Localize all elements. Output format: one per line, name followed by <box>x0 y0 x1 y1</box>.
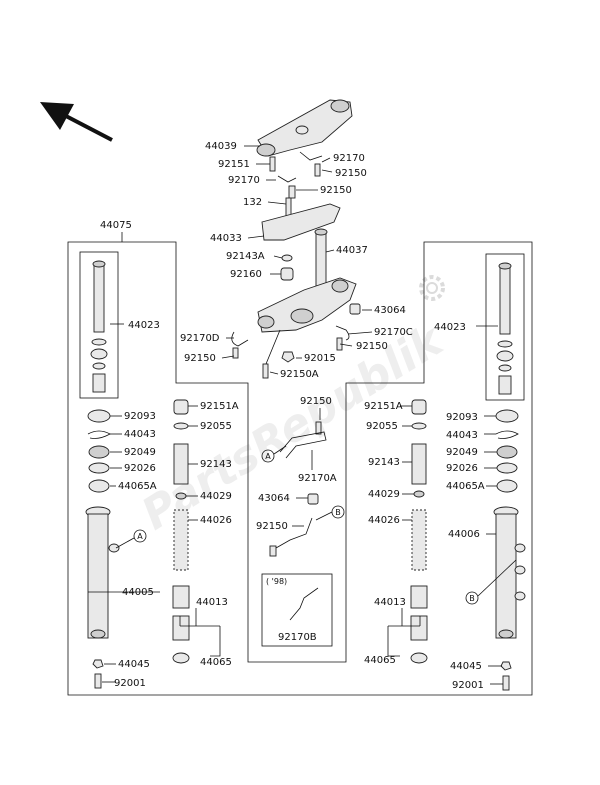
front-direction-arrow-icon <box>40 102 113 142</box>
label-92055-right: 92055 <box>366 421 398 432</box>
label-92001-left: 92001 <box>114 678 146 689</box>
lower-bracket-part <box>257 277 357 333</box>
callout-b-right-text: B <box>469 594 475 603</box>
label-44037: 44037 <box>336 245 368 256</box>
label-43064-center: 43064 <box>258 493 290 504</box>
label-92026-left: 92026 <box>124 463 156 474</box>
label-44029-right: 44029 <box>368 489 400 500</box>
bolt-92150-l <box>232 347 239 359</box>
label-92001-right: 92001 <box>452 680 484 691</box>
callout-b-center <box>331 505 345 519</box>
nut-92015 <box>281 351 295 363</box>
label-92049-right: 92049 <box>446 447 478 458</box>
washer-44045-right <box>500 661 512 671</box>
outer-tube-right-part <box>493 506 526 639</box>
label-92093-right: 92093 <box>446 412 478 423</box>
label-44026-right: 44026 <box>368 515 400 526</box>
label-92151: 92151 <box>218 159 250 170</box>
fork-internals-left <box>172 399 190 664</box>
label-44075: 44075 <box>100 220 132 231</box>
outer-tube-left-part <box>85 506 120 639</box>
label-44013-right: 44013 <box>374 597 406 608</box>
callout-a-center-text: A <box>265 452 271 461</box>
label-92150-mid: 92150 <box>320 185 352 196</box>
label-92055-left: 92055 <box>200 421 232 432</box>
callout-b-right <box>465 591 479 605</box>
label-44006: 44006 <box>448 529 480 540</box>
label-44023-right: 44023 <box>434 322 466 333</box>
upper-bracket-part <box>256 99 353 157</box>
handlebar-plate-part <box>261 203 341 241</box>
seal-stack-right <box>495 409 519 493</box>
part-number-labels: 44039 92151 92170 92170 92150 92150 132 … <box>100 141 485 691</box>
hose-clamp-parts-center <box>269 421 327 621</box>
label-92143-left: 92143 <box>200 459 232 470</box>
label-44026-left: 44026 <box>200 515 232 526</box>
bolt-92150A <box>262 363 269 379</box>
label-44065-right: 44065 <box>364 655 396 666</box>
bolt-92001-right <box>502 675 510 691</box>
label-model-year-note: ( '98) <box>266 577 287 586</box>
label-92093-left: 92093 <box>124 411 156 422</box>
label-92015: 92015 <box>304 353 336 364</box>
callout-b-center-text: B <box>335 508 341 517</box>
leader-lines <box>88 145 503 685</box>
collar-part <box>281 254 293 262</box>
label-44043-left: 44043 <box>124 429 156 440</box>
label-44029-left: 44029 <box>200 491 232 502</box>
label-92160: 92160 <box>230 269 262 280</box>
label-44005: 44005 <box>122 587 154 598</box>
label-44013-left: 44013 <box>196 597 228 608</box>
label-44039: 44039 <box>205 141 237 152</box>
label-92150-center2: 92150 <box>256 521 288 532</box>
label-92170A: 92170A <box>298 473 337 484</box>
clamp-92170D <box>231 331 249 347</box>
label-44065A-right: 44065A <box>446 481 485 492</box>
label-92143A: 92143A <box>226 251 265 262</box>
assembly-outline <box>67 241 533 696</box>
label-92150-left: 92150 <box>184 353 216 364</box>
fork-internals-right <box>410 399 428 664</box>
label-44033: 44033 <box>210 233 242 244</box>
label-92151A-right: 92151A <box>364 401 403 412</box>
label-43064-top: 43064 <box>374 305 406 316</box>
label-92150A: 92150A <box>280 369 319 380</box>
label-92170D: 92170D <box>180 333 220 344</box>
callout-a-left-text: A <box>137 532 143 541</box>
inner-tube-right-part <box>496 262 514 395</box>
label-44043-right: 44043 <box>446 430 478 441</box>
label-92150-center: 92150 <box>300 396 332 407</box>
label-92170-left: 92170 <box>228 175 260 186</box>
inner-tube-box-right <box>485 253 525 401</box>
nut-43064-top <box>349 303 361 315</box>
inner-tube-box-left <box>79 251 119 399</box>
label-92049-left: 92049 <box>124 447 156 458</box>
label-44045-right: 44045 <box>450 661 482 672</box>
seal-stack-left <box>87 409 111 493</box>
inner-tube-left-part <box>90 260 108 393</box>
label-44065-left: 44065 <box>200 657 232 668</box>
washer-44045-left <box>92 659 104 669</box>
bolt-92001-left <box>94 673 102 689</box>
label-44045-left: 44045 <box>118 659 150 670</box>
label-92150-right: 92150 <box>335 168 367 179</box>
bolt-parts-upper <box>269 151 323 217</box>
label-44023-left: 44023 <box>128 320 160 331</box>
clamp-92170C <box>335 325 350 341</box>
label-92150-right-clamp: 92150 <box>356 341 388 352</box>
label-92170C: 92170C <box>374 327 413 338</box>
callout-a-left <box>133 529 147 543</box>
model-year-note-box <box>261 573 333 647</box>
gear-icon <box>419 275 445 301</box>
label-92151A-left: 92151A <box>200 401 239 412</box>
label-92143-right: 92143 <box>368 457 400 468</box>
callout-a-center <box>261 449 275 463</box>
label-92170-right: 92170 <box>333 153 365 164</box>
label-92026-right: 92026 <box>446 463 478 474</box>
label-132: 132 <box>243 197 262 208</box>
bushing-part <box>280 267 294 281</box>
label-44065A-left: 44065A <box>118 481 157 492</box>
label-92170B: 92170B <box>278 632 317 643</box>
